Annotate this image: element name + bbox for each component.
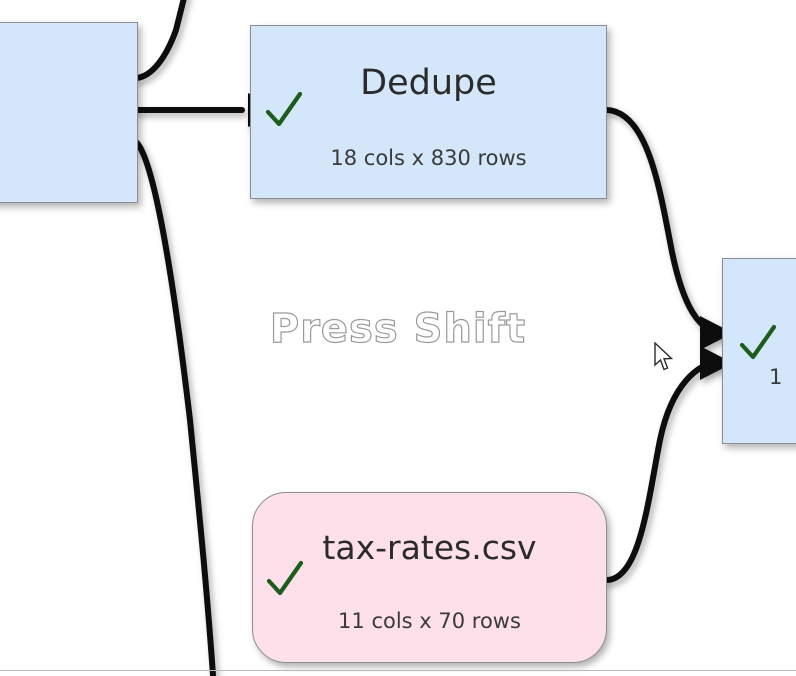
press-shift-hint: Press Shift [269,305,527,352]
node-left-partial[interactable]: x rows [0,22,138,203]
node-title: tax-rates.csv [322,528,537,567]
node-subtitle: 18 cols x 830 rows [330,146,527,170]
node-subtitle: 11 cols x 70 rows [338,609,521,633]
node-dedupe[interactable]: Dedupe 18 cols x 830 rows [250,25,607,199]
window-bottom-edge [0,670,796,671]
edge-dedupe-to-right [604,107,719,335]
arrow-pointer-icon [654,342,674,371]
check-icon [265,91,303,127]
edge-left-up-offscreen [134,0,187,81]
edge-left-down-offscreen [134,140,217,676]
check-icon [266,560,304,596]
node-subtitle: 1 [769,365,783,389]
check-icon [739,324,777,360]
edge-taxrates-to-right [602,359,719,584]
node-tax-rates[interactable]: tax-rates.csv 11 cols x 70 rows [252,492,607,663]
node-title: Dedupe [360,63,497,103]
node-subtitle: x rows [0,149,121,170]
node-right-partial[interactable]: 1 [722,258,796,444]
